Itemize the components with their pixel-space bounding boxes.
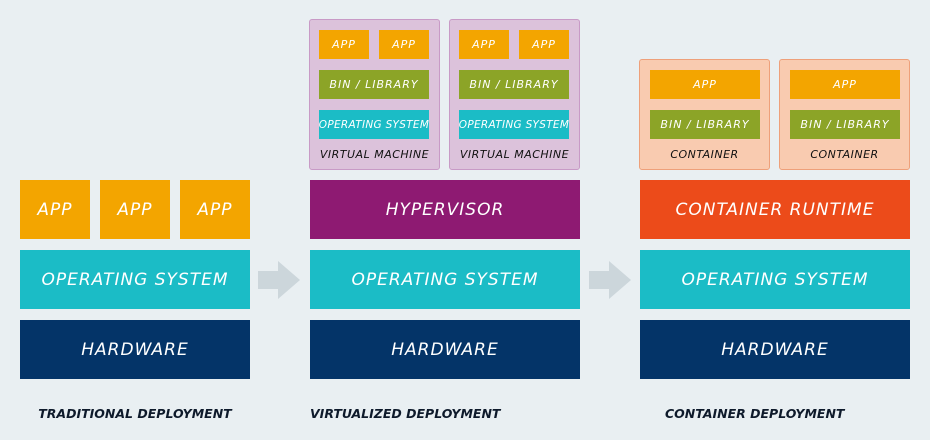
container2-label: CONTAINER (810, 148, 879, 161)
virtualized-operating-system: OPERATING SYSTEM (310, 250, 580, 309)
traditional-app-3: APP (180, 180, 250, 239)
traditional-hardware: HARDWARE (20, 320, 250, 379)
vm1-bin-library: BIN / LIBRARY (319, 70, 429, 99)
vm1-app-2: APP (379, 30, 429, 59)
traditional-app-1: APP (20, 180, 90, 239)
vm1-operating-system: OPERATING SYSTEM (319, 110, 429, 139)
traditional-operating-system: OPERATING SYSTEM (20, 250, 250, 309)
virtualized-hardware: HARDWARE (310, 320, 580, 379)
virtualized-deployment-caption: VIRTUALIZED DEPLOYMENT (310, 406, 501, 421)
hypervisor: HYPERVISOR (310, 180, 580, 239)
container-deployment-caption: CONTAINER DEPLOYMENT (665, 406, 845, 421)
vm1-label: VIRTUAL MACHINE (319, 148, 430, 161)
traditional-app-2: APP (100, 180, 170, 239)
container-operating-system: OPERATING SYSTEM (640, 250, 910, 309)
vm2-label: VIRTUAL MACHINE (459, 148, 570, 161)
arrow-right-icon (589, 261, 631, 299)
container2-bin-library: BIN / LIBRARY (790, 110, 900, 139)
vm2-app-2: APP (519, 30, 569, 59)
container-runtime: CONTAINER RUNTIME (640, 180, 910, 239)
container-hardware: HARDWARE (640, 320, 910, 379)
vm2-app-1: APP (459, 30, 509, 59)
container1-app: APP (650, 70, 760, 99)
container1-label: CONTAINER (670, 148, 739, 161)
vm1-app-1: APP (319, 30, 369, 59)
container2-app: APP (790, 70, 900, 99)
vm2-operating-system: OPERATING SYSTEM (459, 110, 569, 139)
traditional-deployment-caption: TRADITIONAL DEPLOYMENT (38, 406, 232, 421)
container1-bin-library: BIN / LIBRARY (650, 110, 760, 139)
arrow-right-icon (258, 261, 300, 299)
vm2-bin-library: BIN / LIBRARY (459, 70, 569, 99)
